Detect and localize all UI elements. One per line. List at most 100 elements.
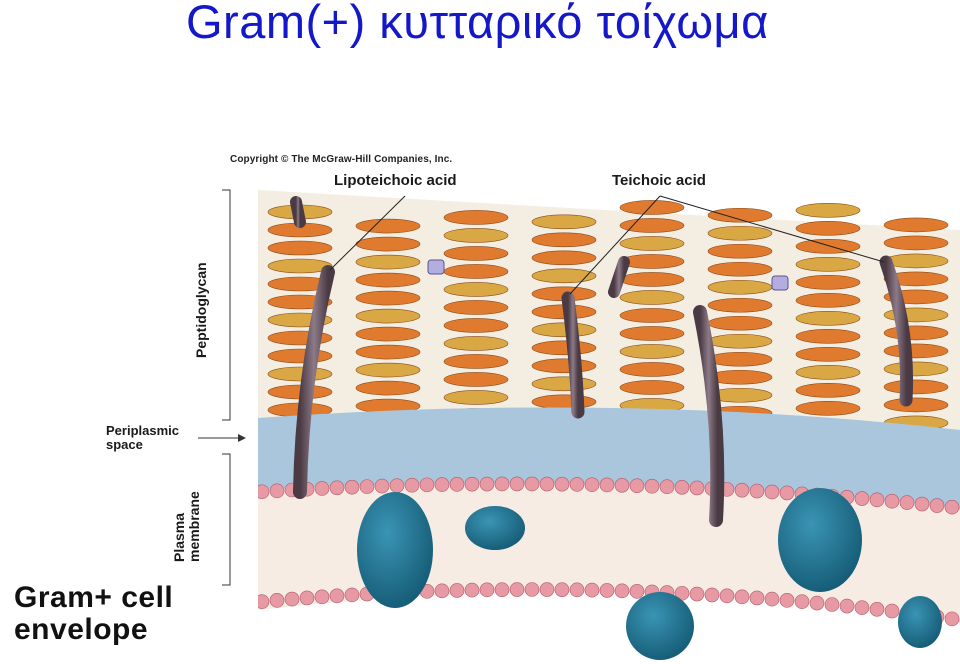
lipid-head bbox=[389, 478, 405, 493]
peptidoglycan-brick bbox=[443, 210, 509, 225]
lipid-head bbox=[779, 485, 795, 501]
peptidoglycan-brick bbox=[531, 214, 597, 230]
peptidoglycan-brick bbox=[795, 401, 861, 416]
peptidoglycan-brick bbox=[883, 235, 949, 251]
lipid-head bbox=[689, 586, 705, 602]
peptidoglycan-brick bbox=[795, 383, 861, 398]
peptidoglycan-brick bbox=[531, 394, 597, 410]
peptidoglycan-brick bbox=[707, 261, 773, 277]
peptidoglycan-brick bbox=[443, 228, 509, 243]
plasma-line1: Plasma bbox=[171, 512, 187, 562]
peptidoglycan-brick bbox=[619, 218, 685, 233]
peptidoglycan-brick bbox=[531, 322, 597, 338]
lipid-head bbox=[824, 597, 840, 612]
teichoic-rod-3 bbox=[608, 256, 630, 298]
peptidoglycan-brick bbox=[355, 290, 421, 306]
lipid-head bbox=[344, 587, 360, 603]
lipid-head bbox=[584, 477, 600, 492]
lipid-head bbox=[479, 582, 495, 598]
peptidoglycan-brick bbox=[619, 326, 685, 341]
periplasmic-line2: space bbox=[106, 437, 143, 452]
lipid-head bbox=[809, 595, 825, 611]
lipid-head bbox=[599, 477, 615, 493]
peptidoglycan-brick bbox=[619, 272, 685, 287]
peptidoglycan-brick bbox=[531, 340, 597, 356]
lipid-head bbox=[524, 582, 540, 597]
lipid-head bbox=[539, 476, 555, 492]
lipid-head bbox=[359, 479, 375, 494]
lipid-head bbox=[749, 590, 765, 606]
peptidoglycan-brick bbox=[443, 372, 509, 387]
membrane-protein-5 bbox=[898, 596, 942, 648]
lipid-head bbox=[779, 593, 795, 608]
lipid-head bbox=[659, 479, 675, 495]
membrane-protein-4 bbox=[778, 488, 862, 592]
lipid-head bbox=[494, 476, 510, 492]
peptidoglycan-brick bbox=[267, 348, 333, 364]
lipid-head bbox=[794, 594, 810, 609]
peptidoglycan-brick bbox=[267, 258, 333, 274]
peptidoglycan-brick bbox=[795, 239, 861, 254]
lipoteichoic-rod-2 bbox=[693, 305, 725, 527]
peptidoglycan-brick bbox=[707, 351, 773, 367]
peptidoglycan-brick bbox=[795, 329, 861, 344]
lipid-head bbox=[914, 496, 930, 512]
lipid-head bbox=[269, 483, 285, 499]
peptidoglycan-brick bbox=[707, 225, 773, 241]
peptidoglycan-brick bbox=[355, 218, 421, 234]
lipid-head bbox=[704, 587, 720, 603]
peptidoglycan-brick bbox=[355, 308, 421, 324]
peptidoglycan-brick bbox=[795, 257, 861, 272]
lipid-head bbox=[884, 493, 900, 509]
lipid-head bbox=[629, 478, 645, 494]
peptidoglycan-brick bbox=[355, 254, 421, 270]
peptidoglycan-brick bbox=[355, 326, 421, 342]
peptidoglycan-brick bbox=[355, 272, 421, 288]
slide-title: Gram(+) κυτταρικό τοίχωμα bbox=[186, 0, 769, 48]
lipid-head bbox=[539, 582, 555, 597]
peptidoglycan-brick bbox=[795, 293, 861, 308]
lipid-head bbox=[899, 495, 915, 510]
lipid-head bbox=[314, 481, 330, 496]
lipid-head bbox=[258, 484, 270, 500]
label-lipoteichoic-acid: Lipoteichoic acid bbox=[334, 172, 457, 189]
envelope-line1: Gram+ cell bbox=[14, 581, 174, 614]
lipid-head bbox=[929, 498, 945, 513]
lipid-head bbox=[869, 602, 885, 617]
peptidoglycan-brick bbox=[883, 271, 949, 287]
peptidoglycan-brick bbox=[443, 264, 509, 279]
peptidoglycan-brick bbox=[531, 232, 597, 248]
lipid-head bbox=[344, 479, 360, 495]
membrane-protein-2 bbox=[465, 506, 525, 550]
lipid-head bbox=[509, 582, 525, 597]
peptidoglycan-brick bbox=[707, 297, 773, 313]
lipid-head bbox=[599, 583, 615, 598]
peptidoglycan-brick bbox=[883, 397, 949, 413]
label-plasma-membrane: Plasma membrane bbox=[171, 491, 202, 562]
lipoteichoic-rod-1 bbox=[293, 265, 335, 499]
peptidoglycan-brick bbox=[443, 390, 509, 405]
peptidoglycan-brick bbox=[795, 311, 861, 326]
peptidoglycan-brick bbox=[531, 268, 597, 284]
lipid-head bbox=[434, 477, 450, 492]
peptidoglycan-brick bbox=[707, 279, 773, 295]
lipid-head bbox=[554, 582, 570, 597]
lipoteichoic-leader bbox=[329, 195, 406, 271]
membrane-bracket bbox=[222, 453, 231, 586]
lipid-head bbox=[258, 594, 270, 609]
teichoic-rod-2 bbox=[879, 255, 914, 407]
periplasmic-line1: Periplasmic bbox=[106, 423, 179, 438]
peptidoglycan-brick bbox=[795, 221, 861, 236]
lipid-head bbox=[749, 483, 765, 499]
lipid-head bbox=[554, 476, 570, 492]
envelope-line2: envelope bbox=[14, 613, 149, 646]
lipid-head bbox=[839, 598, 855, 614]
peptidoglycan-brick bbox=[531, 376, 597, 392]
lipid-head bbox=[269, 593, 285, 608]
lipid-head bbox=[644, 478, 660, 494]
lipid-head bbox=[854, 491, 870, 506]
teichoic-rod-1 bbox=[561, 291, 585, 419]
lipid-head bbox=[734, 589, 750, 605]
